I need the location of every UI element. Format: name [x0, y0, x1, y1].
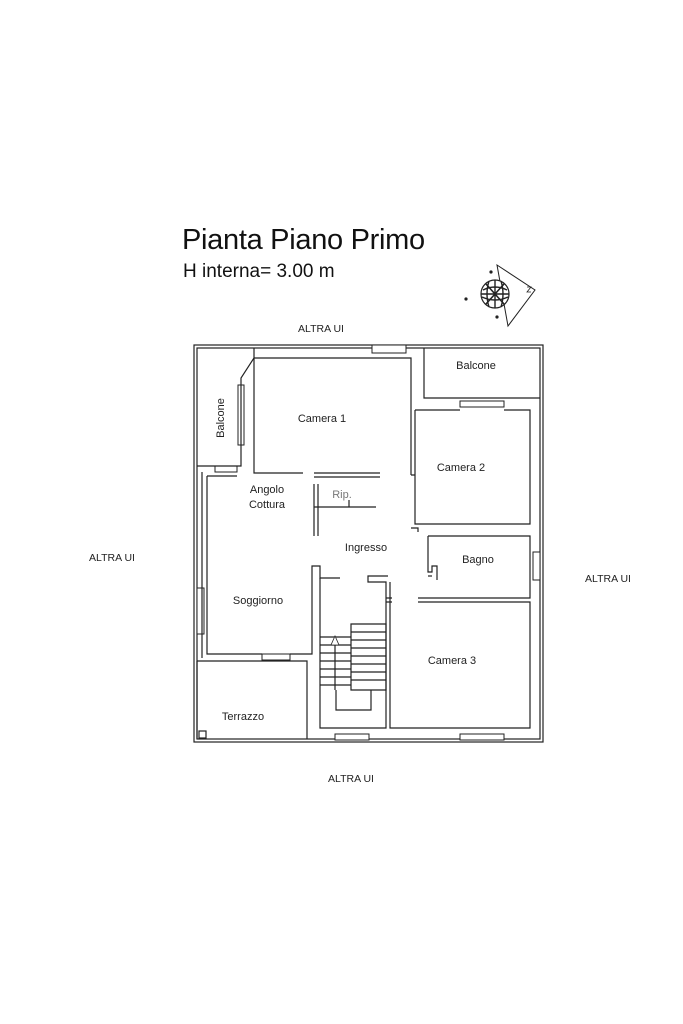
camera3-walls [389, 582, 531, 729]
label-cottura: Cottura [249, 499, 286, 511]
soggiorno-walls [206, 475, 340, 655]
label-camera3: Camera 3 [428, 655, 476, 667]
label-altra-ui-left: ALTRA UI [89, 552, 135, 564]
label-altra-ui-top: ALTRA UI [298, 323, 344, 335]
label-terrazzo: Terrazzo [222, 711, 264, 723]
window-soggiorno [196, 587, 205, 635]
window-camera3-bottom [459, 733, 505, 741]
label-camera1: Camera 1 [298, 413, 346, 425]
plan-subtitle: H interna= 3.00 m [183, 261, 335, 282]
label-balcone-left: Balcone [215, 398, 227, 438]
label-camera2: Camera 2 [437, 462, 485, 474]
balcone-top-walls [423, 348, 540, 399]
label-ingresso: Ingresso [345, 542, 387, 554]
bagno-walls [418, 535, 531, 599]
compass-rose-icon [464, 263, 536, 328]
terrazzo-walls [196, 660, 308, 739]
camera1-walls [253, 357, 412, 475]
label-altra-ui-bottom: ALTRA UI [328, 773, 374, 785]
label-ripostiglio: Rip. [332, 489, 352, 501]
camera2-walls [411, 409, 531, 525]
window-bagno [532, 551, 541, 581]
window-stair-bottom [334, 733, 370, 741]
label-bagno: Bagno [462, 554, 494, 566]
label-balcone-top: Balcone [456, 360, 496, 372]
window-top [371, 344, 407, 354]
label-soggiorno: Soggiorno [233, 595, 283, 607]
label-angolo: Angolo [250, 484, 284, 496]
door-balcone-left [214, 465, 238, 473]
stairwell [319, 575, 392, 729]
label-altra-ui-right: ALTRA UI [585, 573, 631, 585]
plan-title: Pianta Piano Primo [182, 224, 425, 256]
door-terrazzo [261, 653, 291, 661]
balcone-left-walls [197, 348, 255, 467]
window-camera2 [459, 400, 505, 408]
ripostiglio-walls [313, 484, 376, 536]
